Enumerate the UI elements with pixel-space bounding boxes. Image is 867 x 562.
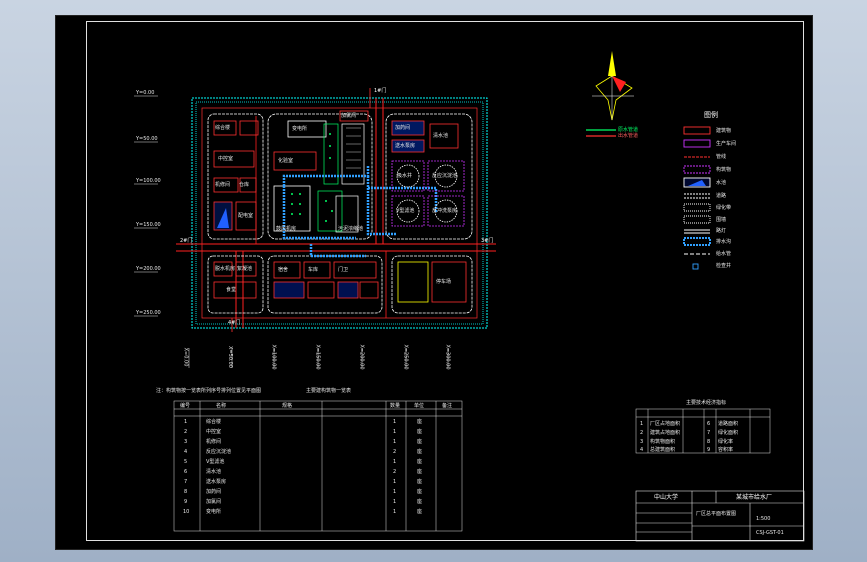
title-block-drawing: 厂区总平面布置图 [696, 511, 737, 517]
building-label: 反冲洗泵房 [432, 208, 458, 214]
row-label: Y=200.00 [136, 266, 161, 272]
building-label: 仓库 [239, 182, 250, 188]
table-header: 编号 [180, 403, 191, 409]
col-label: X=200.00 [358, 344, 365, 370]
col-label: X=150.00 [314, 344, 321, 370]
north-arrow-icon [592, 51, 634, 121]
legend-item: 水池 [716, 180, 727, 186]
gate-label: 1#门 [374, 88, 387, 94]
legend-item: 建筑物 [716, 128, 732, 134]
col-label: X=300.00 [444, 344, 451, 370]
legend-item: 管线 [716, 154, 727, 160]
legend-item: 检查井 [716, 263, 732, 269]
table-title: 主要建构筑物一览表 [306, 388, 352, 394]
building-label: 宿舍 [278, 267, 289, 273]
table-header: 数量 [390, 403, 401, 409]
row-label: Y=0.00 [136, 90, 155, 96]
table-header: 名称 [216, 403, 227, 409]
legend-item: 生产车间 [716, 141, 737, 147]
title-block-code: CSJ-GST-01 [756, 530, 784, 536]
gate-label: 4#门 [228, 320, 241, 326]
drawing-frame [86, 21, 804, 541]
building-label: 反应沉淀池 [432, 173, 458, 179]
gate-label: 3#门 [481, 238, 494, 244]
building-label: 吸水井 [397, 173, 413, 179]
legend-item: 路灯 [716, 228, 727, 234]
table-header: 备注 [442, 403, 453, 409]
building-label: 机修间 [215, 182, 231, 188]
building-label: 加氯间 [341, 113, 357, 119]
legend-item: 绿化带 [716, 205, 732, 211]
row-label: Y=50.00 [136, 136, 158, 142]
building-label: 送水泵房 [395, 143, 416, 149]
building-label: 加药间 [395, 125, 411, 131]
title-block-scale: 1:500 [756, 516, 771, 522]
building-label: 食堂 [226, 287, 237, 293]
building-label: 综合楼 [215, 125, 231, 131]
drawing-sheet: Y=0.00 Y=50.00 Y=100.00 Y=150.00 Y=200.0… [55, 15, 813, 550]
building-label: 絮凝池 [237, 266, 253, 272]
table-header: 规格 [282, 403, 293, 409]
table-header: 单位 [414, 403, 425, 409]
legend-item: 排水沟 [716, 239, 732, 245]
building-label: 清水池 [433, 133, 449, 139]
row-label: Y=100.00 [136, 178, 161, 184]
legend-item: 给水管 [716, 251, 732, 257]
building-label: 鼓风机房 [276, 226, 297, 232]
table-title: 主要技术经济指标 [686, 400, 727, 406]
row-label: Y=250.00 [136, 310, 161, 316]
legend-item: 构筑物 [716, 167, 732, 173]
building-label: 化验室 [278, 158, 294, 164]
building-label: 配电室 [238, 213, 254, 219]
building-label: V型滤池 [396, 208, 415, 214]
row-label: Y=150.00 [136, 222, 161, 228]
gate-label: 2#门 [180, 238, 193, 244]
building-label: 门卫 [338, 267, 349, 273]
col-label: X=0.00 [182, 347, 189, 367]
legend-item: 围墙 [716, 217, 727, 223]
building-label: 变电所 [292, 126, 308, 132]
title-block-school: 中山大学 [654, 494, 679, 501]
building-label: 污泥浓缩池 [338, 226, 364, 232]
col-label: X=100.00 [270, 344, 277, 370]
water-line-label: 原水管道 [618, 127, 639, 133]
plant-layout [134, 51, 805, 542]
building-label: 中控室 [218, 156, 234, 162]
col-label: X=250.00 [402, 344, 409, 370]
building-label: 车库 [308, 267, 319, 273]
table-note: 注：构筑物按一览表所列序号排列位置见平面图 [156, 388, 262, 394]
col-label: X=50.00 [226, 346, 233, 368]
legend-item: 道路 [716, 193, 727, 199]
legend-title: 图例 [704, 111, 718, 119]
title-block-project: 某城市给水厂 [736, 494, 773, 501]
water-line-label: 出水管道 [618, 133, 639, 139]
building-label: 脱水机房 [215, 266, 236, 272]
building-label: 停车场 [436, 279, 452, 285]
